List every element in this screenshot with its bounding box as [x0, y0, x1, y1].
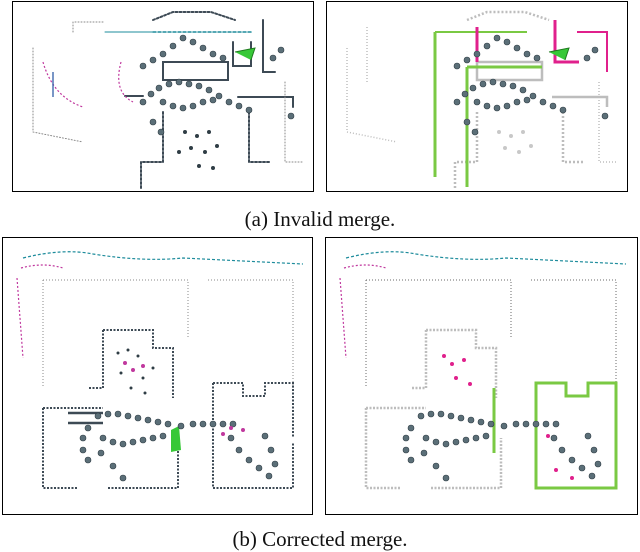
caption-invalid-merge: (a) Invalid merge.: [244, 207, 396, 231]
caption-corrected-merge: (b) Corrected merge.: [232, 527, 408, 551]
corrected-merge-right-map: [339, 251, 627, 490]
panel-invalid-merge-right: [326, 1, 628, 192]
corrected-merge-left-map: [16, 251, 304, 489]
panel-invalid-merge-left: [12, 1, 314, 192]
panel-corrected-merge-right: [325, 237, 638, 515]
invalid-merge-left-map: [32, 11, 304, 191]
panel-corrected-merge-left: [2, 237, 313, 515]
invalid-merge-right-map: [346, 10, 617, 190]
